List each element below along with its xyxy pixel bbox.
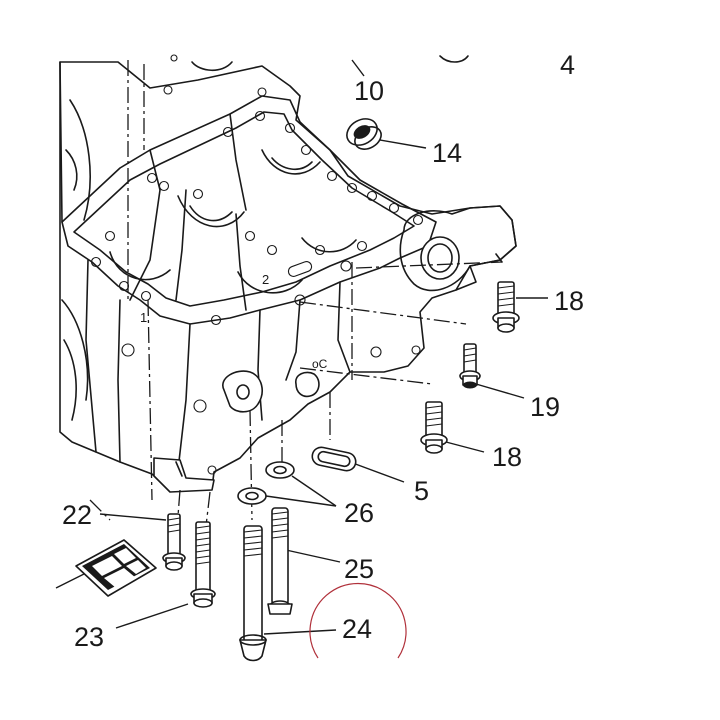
casting-mark-2: 2 bbox=[262, 272, 269, 287]
bolt-part-19 bbox=[459, 343, 481, 389]
strainer-screen bbox=[75, 539, 157, 597]
callout-10: 10 bbox=[354, 76, 385, 106]
callout-5: 5 bbox=[414, 476, 430, 506]
callout-25: 25 bbox=[344, 554, 375, 584]
callout-24: 24 bbox=[342, 614, 373, 644]
callout-18-upper: 18 bbox=[554, 286, 585, 316]
bolt-part-22 bbox=[162, 513, 186, 571]
callout-4: 4 bbox=[560, 50, 576, 80]
highlight-circle bbox=[309, 582, 407, 659]
callout-19: 19 bbox=[530, 392, 561, 422]
leader-lines bbox=[55, 59, 548, 635]
bolt-part-18-lower bbox=[420, 401, 448, 454]
bolt-part-23 bbox=[190, 521, 216, 608]
bolt-part-24 bbox=[239, 525, 267, 662]
bolt-part-18-upper bbox=[492, 281, 520, 333]
callout-14: 14 bbox=[432, 138, 463, 168]
seal-part-14 bbox=[346, 118, 382, 150]
callout-26: 26 bbox=[344, 498, 375, 528]
callout-23: 23 bbox=[74, 622, 105, 652]
crankcase-body bbox=[59, 54, 517, 493]
washers-part-26 bbox=[237, 461, 295, 505]
gasket-part-5 bbox=[311, 446, 357, 472]
bolt-part-25 bbox=[267, 507, 293, 615]
callout-22: 22 bbox=[62, 500, 93, 530]
casting-mark-oc: oC bbox=[312, 357, 328, 371]
assembly-centerlines bbox=[89, 60, 503, 527]
casting-mark-1: 1 bbox=[140, 310, 147, 325]
deck-holes bbox=[90, 54, 424, 475]
callout-18-lower: 18 bbox=[492, 442, 523, 472]
